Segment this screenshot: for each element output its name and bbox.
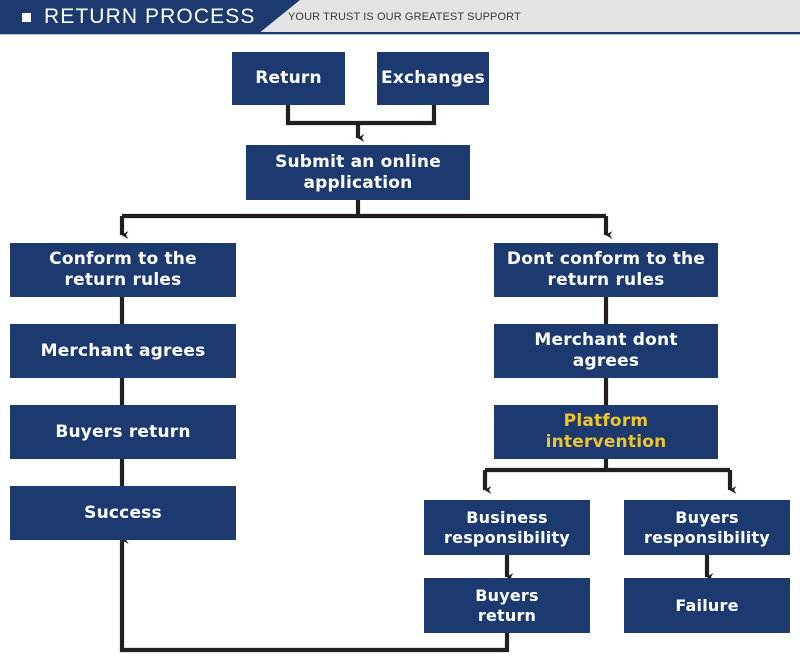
header-banner-shape xyxy=(0,0,300,34)
node-merchant-agrees[interactable]: Merchant agrees xyxy=(10,324,236,378)
node-dont-conform-return-rules[interactable]: Dont conform to the return rules xyxy=(494,243,718,297)
node-buyers-responsibility[interactable]: Buyers responsibility xyxy=(624,500,790,555)
page-header: RETURN PROCESS YOUR TRUST IS OUR GREATES… xyxy=(0,0,800,34)
node-failure[interactable]: Failure xyxy=(624,578,790,633)
node-platform-intervention[interactable]: Platform intervention xyxy=(494,405,718,459)
header-tagline: YOUR TRUST IS OUR GREATEST SUPPORT xyxy=(288,11,521,23)
header-divider xyxy=(0,34,800,35)
node-success[interactable]: Success xyxy=(10,486,236,540)
node-return[interactable]: Return xyxy=(232,52,345,105)
node-conform-return-rules[interactable]: Conform to the return rules xyxy=(10,243,236,297)
node-exchanges[interactable]: Exchanges xyxy=(377,52,489,105)
node-merchant-dont-agrees[interactable]: Merchant dont agrees xyxy=(494,324,718,378)
square-bullet-icon xyxy=(22,13,31,22)
node-buyers-return-bottom[interactable]: Buyers return xyxy=(424,578,590,633)
node-business-responsibility[interactable]: Business responsibility xyxy=(424,500,590,555)
header-underline xyxy=(0,32,800,34)
node-submit-application[interactable]: Submit an online application xyxy=(246,145,470,200)
flowchart-canvas: Return Exchanges Submit an online applic… xyxy=(0,35,800,665)
page-title: RETURN PROCESS xyxy=(44,5,256,28)
node-buyers-return-left[interactable]: Buyers return xyxy=(10,405,236,459)
